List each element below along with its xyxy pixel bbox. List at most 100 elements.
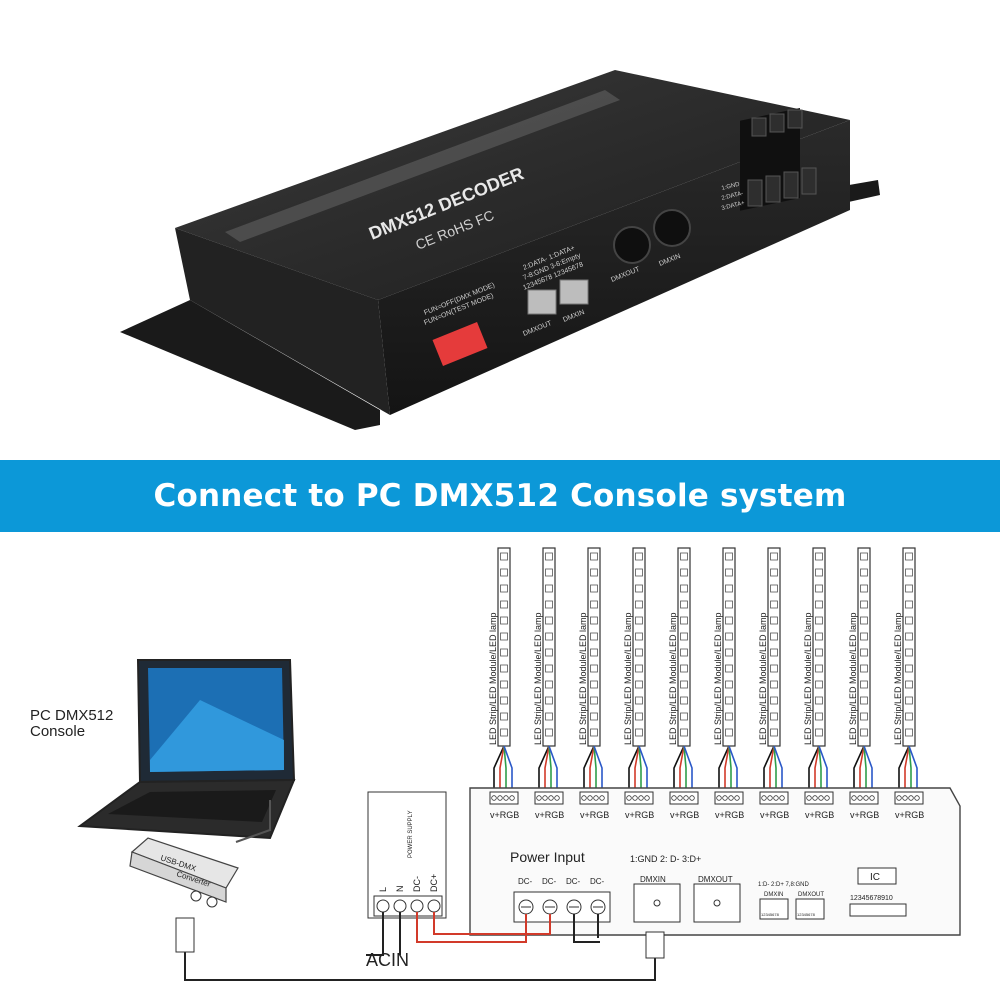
led-strip-label: LED Strip/LED Module/LED lamp [803, 612, 813, 745]
pin-legend: 1:GND 2: D- 3:D+ [630, 854, 701, 864]
output-terminal: v+RGB [534, 791, 564, 820]
psu-terminal-label: N [395, 886, 405, 893]
output-terminal: v+RGB [804, 791, 834, 820]
led-strip-label: LED Strip/LED Module/LED lamp [668, 612, 678, 745]
led-strip: LED Strip/LED Module/LED lamp [488, 547, 513, 796]
output-terminal: v+RGB [759, 791, 789, 820]
wire [593, 745, 603, 796]
console-label-2: Console [30, 723, 85, 740]
led-strip: LED Strip/LED Module/LED lamp [533, 547, 558, 796]
output-terminal: v+RGB [669, 791, 699, 820]
psu-terminal-label: L [378, 887, 388, 892]
wire [769, 745, 775, 796]
dip-numbers: 12345678910 [850, 895, 893, 902]
led-strip: LED Strip/LED Module/LED lamp [893, 547, 918, 796]
led-strip: LED Strip/LED Module/LED lamp [758, 547, 783, 796]
wire [908, 745, 912, 796]
wire [814, 745, 820, 796]
enclosure-side [175, 228, 390, 415]
wire [859, 745, 865, 796]
output-label: v+RGB [625, 810, 654, 820]
wire [583, 745, 595, 796]
wire [673, 745, 685, 796]
xlr-dmxin-connector [653, 209, 691, 247]
wire [503, 745, 513, 796]
wiring-diagram: LED Strip/LED Module/LED lamp LED Strip/L… [30, 547, 961, 981]
power-terminal-label: DC- [542, 877, 557, 886]
power-terminal-label: DC- [518, 877, 533, 886]
output-label: v+RGB [715, 810, 744, 820]
terminal-screws [747, 109, 817, 207]
output-terminal: v+RGB [624, 791, 654, 820]
console-label-1: PC DMX512 [30, 707, 113, 724]
power-supply-label: POWER SUPPLY [408, 810, 414, 858]
dmx-cable [184, 952, 656, 981]
wire [724, 745, 730, 796]
wire [863, 745, 867, 796]
wire [683, 745, 687, 796]
led-strip-label: LED Strip/LED Module/LED lamp [488, 612, 498, 745]
rj45-dmxin-pins: 12345678 [761, 912, 780, 917]
power-wires [366, 912, 600, 956]
banner-title: Connect to PC DMX512 Console system [153, 478, 847, 514]
wire [763, 745, 775, 796]
dmxin-label: DMXIN [640, 875, 666, 884]
rj45-legend: 1:D- 2:D+ 7,8:GND [758, 882, 810, 888]
terminal-data-plus-label: 3:DATA+ [721, 200, 746, 212]
wire [679, 745, 685, 796]
power-input-label: Power Input [510, 849, 585, 865]
decoder-outputs: v+RGB v+RGB v+RGB v+RGB v+RGB v+RGB v+RGB v+RGB… [489, 791, 924, 820]
wire [728, 745, 732, 796]
wire [904, 745, 910, 796]
xlr-plug-right [645, 931, 665, 959]
led-strip-label: LED Strip/LED Module/LED lamp [893, 612, 903, 745]
usb-dmx-converter: USB-DMX Converter [129, 800, 271, 908]
dmx512-decoder-photo: DMX512 DECODER CE RoHS FC 2:DATA- 1:DATA… [120, 70, 880, 430]
rj45-dmxout-port [795, 898, 825, 920]
output-terminal: v+RGB [579, 791, 609, 820]
output-label: v+RGB [670, 810, 699, 820]
power-terminal-label: DC- [590, 877, 605, 886]
wire [544, 745, 550, 796]
wire [773, 745, 777, 796]
rj45-dmxout-pins: 12345678 [797, 912, 816, 917]
wire [718, 745, 730, 796]
psu-terminal-label: DC+ [429, 874, 439, 892]
output-terminal: v+RGB [894, 791, 924, 820]
ic-box [857, 867, 897, 885]
banner: Connect to PC DMX512 Console system [0, 460, 1000, 532]
output-label: v+RGB [580, 810, 609, 820]
output-terminal: v+RGB [714, 791, 744, 820]
dmxout-label: DMXOUT [698, 875, 733, 884]
wire [493, 745, 505, 796]
wire [818, 745, 828, 796]
output-label: v+RGB [895, 810, 924, 820]
led-strip: LED Strip/LED Module/LED lamp [803, 547, 828, 796]
output-terminal: v+RGB [849, 791, 879, 820]
led-strip-label: LED Strip/LED Module/LED lamp [848, 612, 858, 745]
rj45-dmxin-port [759, 898, 789, 920]
wire [773, 745, 783, 796]
wire [503, 745, 507, 796]
wire [634, 745, 640, 796]
laptop [77, 659, 296, 840]
dip-switch-block [849, 903, 907, 917]
psu-terminal-label: DC- [412, 876, 422, 892]
wire [593, 745, 597, 796]
acin-label: ACIN [366, 950, 409, 970]
dmxin-xlr-box [633, 883, 681, 923]
wire [863, 745, 873, 796]
led-strip: LED Strip/LED Module/LED lamp [848, 547, 873, 796]
ic-label: IC [870, 872, 880, 883]
wire [548, 745, 558, 796]
led-strip-label: LED Strip/LED Module/LED lamp [533, 612, 543, 745]
output-label: v+RGB [805, 810, 834, 820]
wire [589, 745, 595, 796]
enclosure-top [175, 70, 850, 300]
dip-switch [432, 322, 488, 366]
rj45-dmxout-jack [527, 289, 557, 315]
wire [538, 745, 550, 796]
heatsink-fins [225, 90, 620, 242]
wire [808, 745, 820, 796]
led-strip-label: LED Strip/LED Module/LED lamp [758, 612, 768, 745]
